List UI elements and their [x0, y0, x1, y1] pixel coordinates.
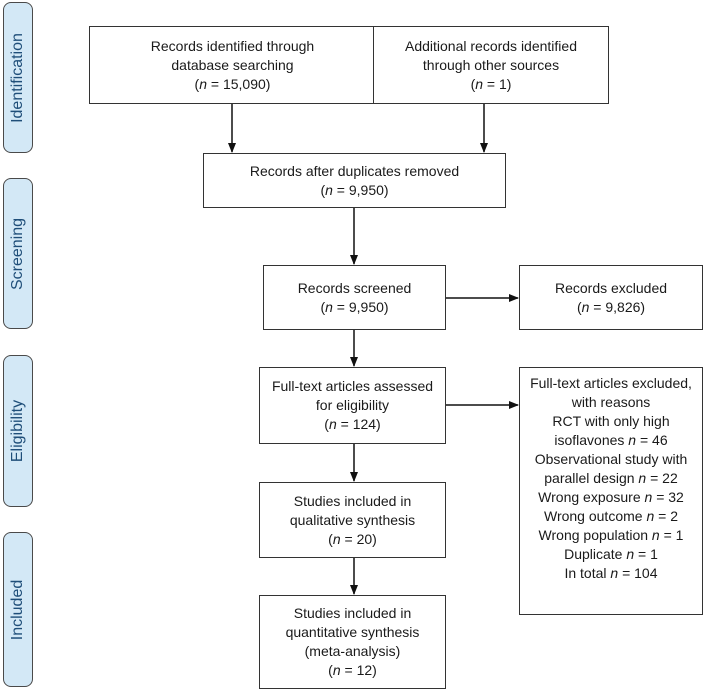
- box-text: Studies included in: [293, 492, 412, 509]
- box-other-sources: Additional records identified through ot…: [373, 26, 609, 104]
- box-text: qualitative synthesis: [289, 511, 416, 528]
- phase-identification: Identification: [3, 2, 33, 153]
- box-count: (n = 12): [328, 662, 377, 678]
- box-text: through other sources: [422, 56, 560, 73]
- phase-screening: Screening: [3, 178, 33, 329]
- box-count: (n = 20): [328, 530, 377, 547]
- box-count: (n = 1): [470, 75, 512, 92]
- box-fulltext-assessed: Full-text articles assessed for eligibil…: [259, 367, 446, 444]
- box-records-screened: Records screened (n = 9,950): [263, 265, 446, 330]
- exclusion-line: with reasons: [571, 394, 651, 410]
- box-text: for eligibility: [315, 397, 390, 413]
- phase-eligibility: Eligibility: [3, 355, 33, 507]
- box-count: (n = 124): [324, 416, 381, 432]
- box-text: Records screened: [297, 279, 412, 296]
- exclusion-line: Wrong population n = 1: [538, 527, 684, 543]
- box-text: Full-text articles assessed: [271, 378, 434, 394]
- phase-included: Included: [3, 532, 33, 687]
- box-text: Additional records identified: [405, 37, 577, 54]
- box-count: (n = 9,950): [320, 298, 389, 315]
- box-records-excluded: Records excluded (n = 9,826): [519, 265, 703, 330]
- exclusion-line: Wrong exposure n = 32: [538, 489, 684, 505]
- exclusion-line: RCT with only high: [552, 413, 670, 429]
- box-text: Studies included in: [293, 605, 412, 621]
- exclusion-line: Full-text articles excluded,: [530, 375, 692, 391]
- box-count: (n = 9,826): [576, 298, 646, 315]
- box-count: (n = 9,950): [320, 181, 389, 198]
- box-qualitative-synthesis: Studies included in qualitative synthesi…: [259, 482, 446, 558]
- exclusion-line: Wrong outcome n = 2: [543, 508, 678, 524]
- box-text: (meta-analysis): [304, 643, 401, 659]
- box-count: (n = 15,090): [194, 75, 271, 92]
- box-text: Records after duplicates removed: [249, 162, 460, 179]
- box-text: database searching: [171, 56, 294, 73]
- box-text: Records identified through: [150, 37, 315, 54]
- box-fulltext-excluded: Full-text articles excluded, with reason…: [519, 367, 703, 615]
- exclusion-line: parallel design n = 22: [544, 470, 678, 486]
- exclusion-line: In total n = 104: [564, 565, 658, 581]
- exclusion-line: Observational study with: [534, 451, 688, 467]
- box-database-searching: Records identified through database sear…: [89, 26, 376, 104]
- exclusion-line: Duplicate n = 1: [564, 546, 658, 562]
- box-text: quantitative synthesis: [285, 624, 420, 640]
- box-text: Records excluded: [554, 279, 668, 296]
- box-quantitative-synthesis: Studies included in quantitative synthes…: [259, 595, 446, 689]
- box-after-duplicates: Records after duplicates removed (n = 9,…: [203, 153, 506, 208]
- exclusion-line: isoflavones n = 46: [554, 432, 668, 448]
